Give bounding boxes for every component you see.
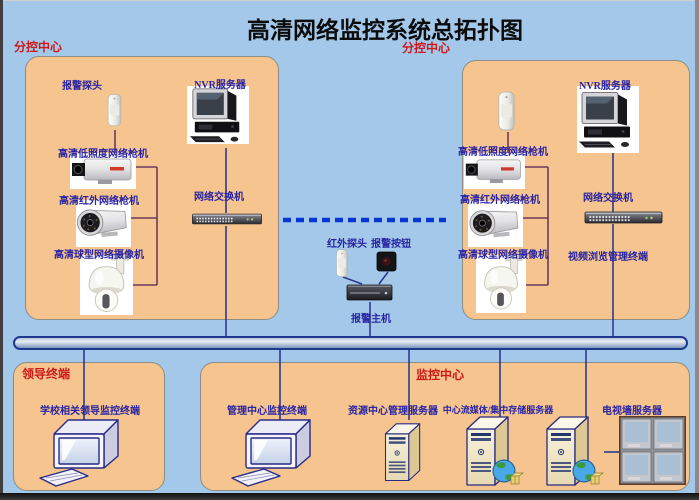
server-tower-icon: [383, 418, 433, 488]
ir-detector-icon: [332, 249, 352, 278]
nvr-server-label: NVR服务器: [579, 81, 631, 92]
alarm-host-icon: [346, 282, 393, 302]
bullet-camera-icon: [70, 153, 136, 189]
page-title: 高清网络监控系统总拓扑图: [247, 18, 523, 43]
ir-camera-label: 高清红外网络枪机: [59, 196, 139, 207]
dome-camera-label: 高清球型网络摄像机: [54, 250, 144, 261]
ir-camera-icon: [76, 200, 131, 247]
workstation-icon: [230, 410, 325, 490]
alarm-sensor-label: 报警探头: [62, 81, 102, 92]
tv-wall-icon: [619, 416, 686, 485]
server-tower-globe-icon: [544, 414, 604, 490]
dome-camera-icon: [476, 255, 526, 313]
alarm-button-icon: [376, 251, 397, 272]
nvr-server-label: NVR服务器: [194, 80, 246, 91]
mgmt-terminal-label: 管理中心监控终端: [227, 406, 307, 417]
tvwall-server-label: 电视墙服务器: [602, 406, 662, 417]
leader-terminal-label: 学校相关领导监控终端: [40, 406, 140, 417]
network-switch-label: 网络交换机: [194, 192, 244, 203]
low-light-camera-label: 高清低照度网络枪机: [58, 149, 148, 160]
network-switch-label: 网络交换机: [583, 193, 633, 204]
server-tower-globe-icon: [464, 414, 524, 490]
frame-edge-right: [695, 0, 699, 500]
low-light-camera-label: 高清低照度网络枪机: [458, 147, 548, 158]
dome-camera-icon: [80, 255, 133, 315]
nvr-computer-icon: [577, 86, 639, 153]
backbone-bus-bar: [13, 336, 688, 350]
ir-detector-label: 红外探头: [327, 239, 367, 250]
frame-edge-left: [0, 0, 3, 500]
frame-edge-bottom: [0, 493, 699, 500]
network-switch-icon: [192, 211, 262, 227]
resource-server-label: 资源中心管理服务器: [348, 406, 438, 417]
nvr-computer-icon: [187, 86, 249, 144]
left-sub-center-title: 分控中心: [14, 40, 63, 54]
leader-panel-title: 领导终端: [22, 367, 71, 381]
dome-camera-label: 高清球型网络摄像机: [458, 250, 548, 261]
stream-server-label: 中心流媒体/集中存储服务器: [442, 405, 554, 415]
alarm-sensor-icon: [496, 91, 517, 132]
alarm-button-label: 报警按钮: [371, 239, 411, 250]
monitor-center-title: 监控中心: [416, 368, 465, 382]
workstation-icon: [38, 410, 133, 490]
bullet-camera-icon: [464, 153, 525, 189]
alarm-host-label: 报警主机: [351, 314, 391, 325]
right-sub-center-title: 分控中心: [402, 41, 451, 55]
frame-edge-top: [0, 0, 699, 1]
ir-camera-label: 高清红外网络枪机: [460, 195, 540, 206]
video-terminal-label: 视频浏览管理终端: [568, 252, 648, 263]
ir-camera-icon: [468, 201, 523, 247]
alarm-sensor-icon: [106, 91, 123, 130]
network-switch-icon: [584, 210, 663, 225]
